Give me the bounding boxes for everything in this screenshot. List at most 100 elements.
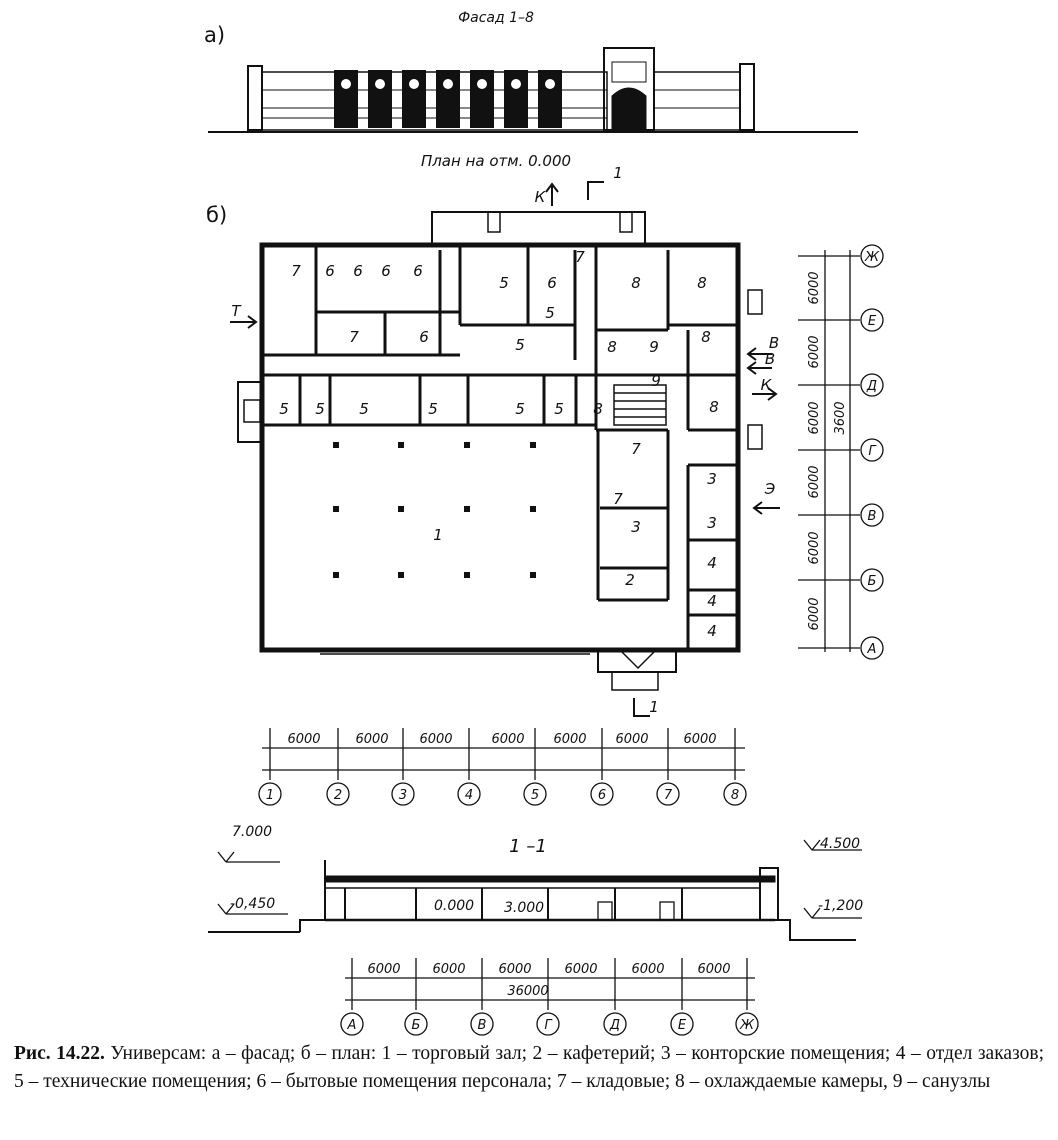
room-number: 8 (593, 400, 603, 418)
room-number: 8 (709, 398, 719, 416)
floor-plan (237, 211, 763, 691)
room-number: 3 (707, 514, 717, 532)
facade-label: а) (204, 23, 225, 47)
axis-letter: Д (866, 379, 877, 394)
figure-caption: Рис. 14.22. Универсам: а – фасад; б – пл… (14, 1040, 1044, 1096)
right-dimension-chain (798, 244, 884, 660)
room-number: 3 (631, 518, 641, 536)
dimension-value: 6000 (683, 732, 716, 747)
room-number: 5 (554, 400, 564, 418)
room-number: 6 (381, 262, 391, 280)
room-number: 3 (707, 470, 717, 488)
caption-text: Универсам: а – фасад; б – план: 1 – торг… (14, 1043, 1044, 1092)
section-mark-bottom: 1 (649, 698, 659, 716)
room-number: 1 (433, 526, 443, 544)
dimension-value: 6000 (807, 597, 822, 630)
room-number: 5 (499, 274, 509, 292)
room-number: 8 (701, 328, 711, 346)
axis-letter: А (867, 642, 877, 657)
room-number: 8 (631, 274, 641, 292)
entrance-v2: В (765, 350, 775, 368)
exterior-wall (259, 242, 741, 653)
level-mark: 3.000 (504, 900, 544, 916)
dimension-value: 6000 (807, 335, 822, 368)
level-mark: 7.000 (232, 824, 272, 840)
entrance-t: Т (231, 302, 242, 320)
axis-letter: Г (868, 444, 877, 459)
axis-letter: Ж (864, 250, 880, 265)
axis-number: 6 (598, 788, 606, 803)
level-mark: -0,450 (230, 896, 275, 912)
axis-number: 7 (664, 788, 673, 803)
room-number: 6 (547, 274, 557, 292)
dimension-value: 6000 (697, 962, 730, 977)
caption-lead: Рис. 14.22. (14, 1043, 105, 1064)
room-number: 7 (291, 262, 301, 280)
dimension-value: 6000 (807, 401, 822, 434)
axis-number: 4 (465, 788, 473, 803)
section-mark-top: 1 (613, 164, 623, 182)
facade-title: Фасад 1–8 (458, 10, 534, 26)
room-number: 5 (428, 400, 438, 418)
axis-number: 8 (731, 788, 739, 803)
room-number: 5 (515, 336, 525, 354)
plan-title: План на отм. 0.000 (421, 152, 571, 170)
cross-section (208, 839, 862, 941)
room-number: 6 (325, 262, 335, 280)
room-number: 5 (359, 400, 369, 418)
dimension-total: 36000 (507, 984, 548, 999)
room-number: 5 (315, 400, 325, 418)
room-number: 9 (651, 372, 661, 390)
dimension-value: 6000 (432, 962, 465, 977)
dimension-value: 6000 (631, 962, 664, 977)
dimension-value: 6000 (498, 962, 531, 977)
axis-letter: В (868, 509, 877, 524)
dimension-total: 3600 (833, 401, 848, 434)
facade-elevation (208, 47, 858, 133)
dimension-value: 6000 (553, 732, 586, 747)
room-number: 5 (545, 304, 555, 322)
axis-letter: А (347, 1018, 357, 1033)
room-number: 4 (707, 554, 717, 572)
section-dimension-chain (340, 958, 759, 1036)
dimension-value: 6000 (355, 732, 388, 747)
room-number: 6 (353, 262, 363, 280)
level-mark: -1,200 (818, 898, 863, 914)
room-number: 5 (515, 400, 525, 418)
axis-number: 2 (334, 788, 342, 803)
entrance-v1: В (769, 334, 779, 352)
entrance-k-right: К (761, 376, 773, 394)
room-number: 2 (625, 571, 635, 589)
axis-letter: Д (609, 1018, 620, 1033)
axis-number: 1 (266, 788, 274, 803)
dimension-value: 6000 (419, 732, 452, 747)
axis-letter: Г (544, 1018, 553, 1033)
room-number: 7 (631, 440, 641, 458)
axis-number: 5 (531, 788, 539, 803)
axis-letter: Е (868, 314, 877, 329)
room-number: 4 (707, 592, 717, 610)
room-number: 7 (575, 248, 585, 266)
room-number: 8 (697, 274, 707, 292)
room-number: 7 (613, 490, 623, 508)
entrance-e: Э (764, 480, 776, 498)
dimension-value: 6000 (807, 465, 822, 498)
dimension-value: 6000 (491, 732, 524, 747)
section-title: 1 –1 (509, 836, 547, 857)
room-number: 6 (419, 328, 429, 346)
axis-letter: Б (868, 574, 877, 589)
room-number: 6 (413, 262, 423, 280)
dimension-value: 6000 (287, 732, 320, 747)
dimension-value: 6000 (367, 962, 400, 977)
room-number: 7 (349, 328, 359, 346)
axis-letter: Ж (739, 1018, 755, 1033)
dimension-value: 6000 (615, 732, 648, 747)
room-number: 4 (707, 622, 717, 640)
entrance-k-top: К (535, 188, 547, 206)
level-mark: 4.500 (820, 836, 860, 852)
room-number: 9 (649, 338, 659, 356)
axis-letter: Б (412, 1018, 421, 1033)
axis-letter: Е (678, 1018, 687, 1033)
dimension-value: 6000 (807, 531, 822, 564)
